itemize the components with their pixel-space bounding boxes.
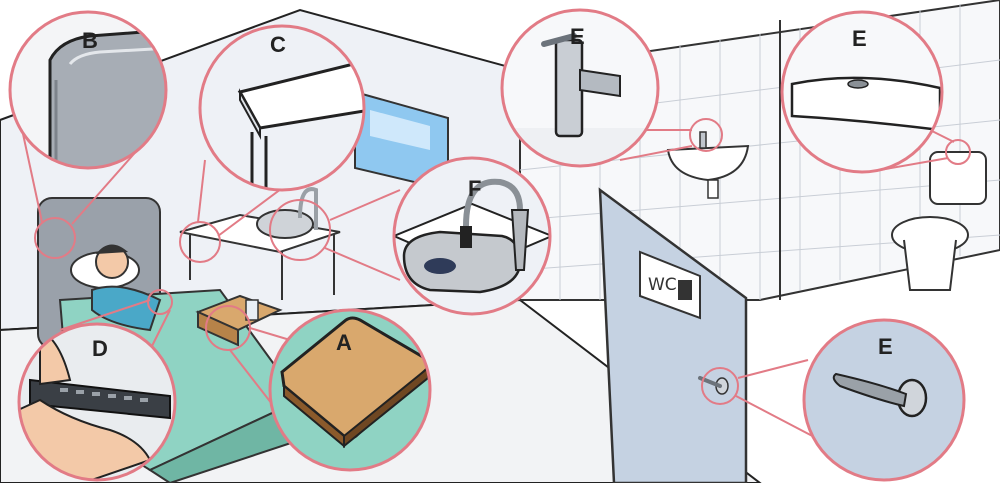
bedside-table: [195, 294, 283, 347]
wc-sign-text: WC: [648, 275, 677, 295]
callout-b: B: [8, 10, 168, 170]
callout-label-d: D: [92, 336, 108, 361]
callout-label-e-flush: E: [852, 26, 867, 51]
callout-label-c: C: [270, 32, 286, 57]
callout-e-faucet: E: [500, 8, 660, 168]
bathroom-fixtures: [666, 131, 987, 291]
callout-label-f: F: [468, 176, 481, 201]
callout-e-flush: E: [780, 10, 944, 174]
callout-label-e-handle: E: [878, 334, 893, 359]
callout-a: A: [268, 308, 432, 472]
callout-f: F: [392, 156, 552, 316]
callout-e-handle: E: [802, 318, 966, 482]
callout-label-e-faucet: E: [570, 24, 585, 49]
callout-label-a: A: [336, 330, 352, 355]
callout-c: C: [198, 24, 366, 192]
bathroom-door: WC: [598, 187, 748, 483]
callout-label-b: B: [82, 28, 98, 53]
